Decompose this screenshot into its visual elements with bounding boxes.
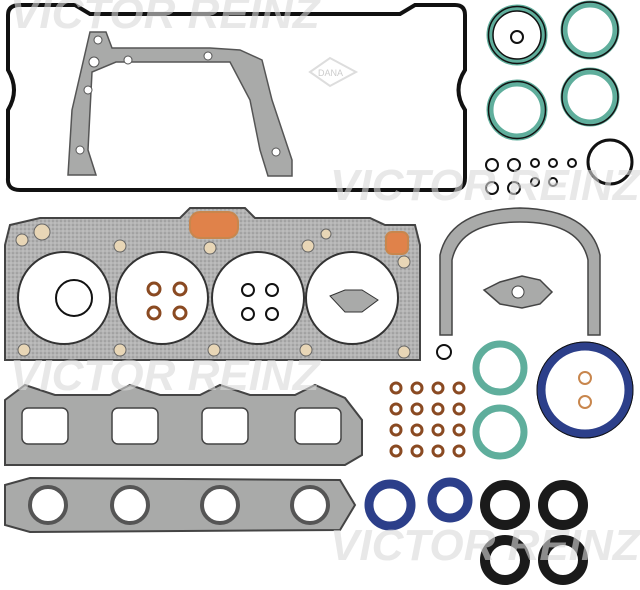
watermark-text: VICTOR REINZ xyxy=(330,161,640,210)
valve-stem-seal xyxy=(452,381,466,395)
valve-stem-seal xyxy=(389,381,403,395)
valve-stem-seal xyxy=(410,423,424,437)
o-rings-head xyxy=(241,283,279,321)
watermark-text: VICTOR REINZ xyxy=(330,521,640,570)
valve-stem-seal xyxy=(431,381,445,395)
small-o-rings xyxy=(485,158,577,195)
watermark-text: VICTOR REINZ xyxy=(10,351,322,400)
valve-stem-seal xyxy=(452,444,466,458)
watermark-text: VICTOR REINZ xyxy=(10,0,322,38)
valve-stem-seals-head xyxy=(146,281,188,321)
timing-cover-gasket xyxy=(67,31,293,177)
valve-stem-seal xyxy=(389,444,403,458)
teal-seal-rings xyxy=(472,340,528,460)
valve-stem-seal xyxy=(389,402,403,416)
watermark: VICTOR REINZ VICTOR REINZ VICTOR REINZ V… xyxy=(10,0,640,570)
valve-stem-seal xyxy=(452,423,466,437)
bolt-holes xyxy=(75,35,281,157)
valve-stem-seal xyxy=(452,402,466,416)
black-o-ring xyxy=(586,138,634,186)
o-ring xyxy=(55,279,93,317)
intake-manifold-gasket xyxy=(4,383,363,466)
valve-stem-seal xyxy=(431,423,445,437)
valve-cover-gasket xyxy=(5,2,467,192)
valve-stem-seal xyxy=(410,444,424,458)
valve-stem-seal xyxy=(431,402,445,416)
flange-gasket xyxy=(329,289,379,313)
valve-stem-seal xyxy=(410,402,424,416)
exhaust-manifold-gasket xyxy=(4,476,357,534)
o-ring xyxy=(436,344,452,360)
valve-stem-seal xyxy=(431,444,445,458)
rear-seal-housing-gasket xyxy=(439,207,601,336)
black-shaft-seals xyxy=(480,480,588,585)
cylinder-head-gasket xyxy=(4,207,421,361)
valve-stem-seal xyxy=(410,381,424,395)
teal-seal-rings-top xyxy=(486,0,620,141)
svg-text:DANA: DANA xyxy=(318,68,343,78)
valve-stem-seal xyxy=(389,423,403,437)
camshaft-seals xyxy=(364,477,473,531)
seal-ring-outlines xyxy=(487,1,619,140)
crankshaft-seal xyxy=(536,341,634,439)
valve-stem-seals xyxy=(389,381,466,458)
small-o-ring xyxy=(510,30,524,44)
